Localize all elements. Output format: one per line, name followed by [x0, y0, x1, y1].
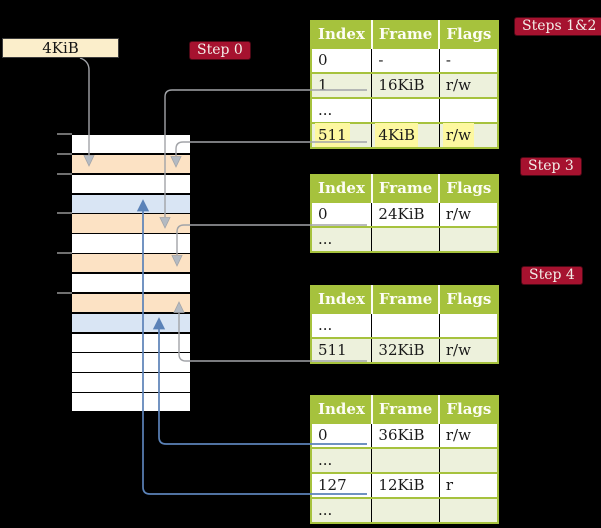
- memory-frame-row-4: [72, 214, 190, 233]
- cell: ...: [311, 226, 373, 252]
- table-row: 0--: [311, 47, 499, 73]
- column-header-flags: Flags: [439, 286, 500, 313]
- cell: 36KiB: [371, 422, 440, 448]
- memory-frame-row-2: [72, 174, 190, 194]
- cell: [439, 97, 499, 123]
- cell: 4KiB: [371, 122, 440, 148]
- badge-step-3: Step 3: [520, 157, 582, 176]
- highlighted-value: 511: [318, 126, 347, 144]
- cell: [371, 97, 440, 123]
- cell: [439, 497, 499, 523]
- memory-frame-row-1: [72, 154, 190, 174]
- frame-address-label: 4KiB: [2, 38, 119, 58]
- column-header-flags: Flags: [439, 175, 500, 202]
- table-row: ...: [311, 226, 499, 252]
- column-header-frame: Frame: [371, 175, 441, 202]
- cell: ...: [311, 312, 373, 338]
- badge-steps-1-2: Steps 1&2: [514, 17, 601, 36]
- physical-memory-column: [72, 135, 190, 413]
- cell: 16KiB: [371, 72, 440, 98]
- highlighted-value: r/w: [445, 126, 471, 144]
- cell: 32KiB: [371, 337, 440, 363]
- memory-frame-row-12: [72, 373, 190, 392]
- memory-tick: [57, 291, 72, 294]
- cell: r/w: [439, 422, 499, 448]
- cell: ...: [311, 497, 373, 523]
- cell: [439, 447, 499, 473]
- cell: r/w: [439, 72, 499, 98]
- cell: [371, 497, 440, 523]
- memory-frame-row-9: [72, 313, 190, 333]
- cell: [371, 447, 440, 473]
- cell: 0: [311, 47, 373, 73]
- cell: [439, 226, 499, 252]
- memory-tick: [57, 212, 72, 215]
- memory-frame-row-3: [72, 194, 190, 213]
- cell: ...: [311, 447, 373, 473]
- cell: 24KiB: [371, 201, 440, 227]
- memory-tick: [57, 152, 72, 155]
- memory-frame-row-6: [72, 254, 190, 273]
- memory-tick: [57, 133, 72, 135]
- highlighted-value: 4KiB: [378, 126, 415, 144]
- cell: 0: [311, 201, 373, 227]
- cell: 127: [311, 472, 373, 498]
- cell: [439, 312, 499, 338]
- column-header-index: Index: [311, 21, 373, 48]
- cell: r/w: [439, 337, 499, 363]
- cell: r/w: [439, 201, 499, 227]
- memory-frame-row-13: [72, 393, 190, 412]
- column-header-index: Index: [311, 175, 373, 202]
- cell: r: [439, 472, 499, 498]
- badge-step-4: Step 4: [521, 266, 583, 285]
- badge-step-0: Step 0: [189, 41, 251, 60]
- table-row: ...: [311, 447, 499, 473]
- cell: r/w: [439, 122, 499, 148]
- table-row: ...: [311, 497, 499, 523]
- table-row: 511 4KiB r/w: [311, 122, 499, 148]
- cell: ...: [311, 97, 373, 123]
- column-header-index: Index: [311, 286, 373, 313]
- cell: 12KiB: [371, 472, 440, 498]
- column-header-flags: Flags: [439, 396, 500, 423]
- cell: 511: [311, 337, 373, 363]
- cell: [371, 226, 440, 252]
- table-row: ...: [311, 312, 499, 338]
- memory-frame-row-10: [72, 333, 190, 352]
- column-header-frame: Frame: [371, 396, 441, 423]
- memory-frame-row-0: [72, 135, 190, 154]
- memory-frame-row-11: [72, 353, 190, 372]
- cell: -: [439, 47, 499, 73]
- memory-tick: [57, 252, 72, 255]
- cell: 511: [311, 122, 373, 148]
- column-header-index: Index: [311, 396, 373, 423]
- memory-frame-row-5: [72, 234, 190, 253]
- column-header-flags: Flags: [439, 21, 500, 48]
- column-header-frame: Frame: [371, 286, 441, 313]
- cell: -: [371, 47, 440, 73]
- cell: 0: [311, 422, 373, 448]
- cell: 1: [311, 72, 373, 98]
- cell: [371, 312, 440, 338]
- memory-frame-row-8: [72, 293, 190, 313]
- table-row: ...: [311, 97, 499, 123]
- memory-tick: [57, 172, 72, 175]
- memory-frame-row-7: [72, 273, 190, 293]
- column-header-frame: Frame: [371, 21, 441, 48]
